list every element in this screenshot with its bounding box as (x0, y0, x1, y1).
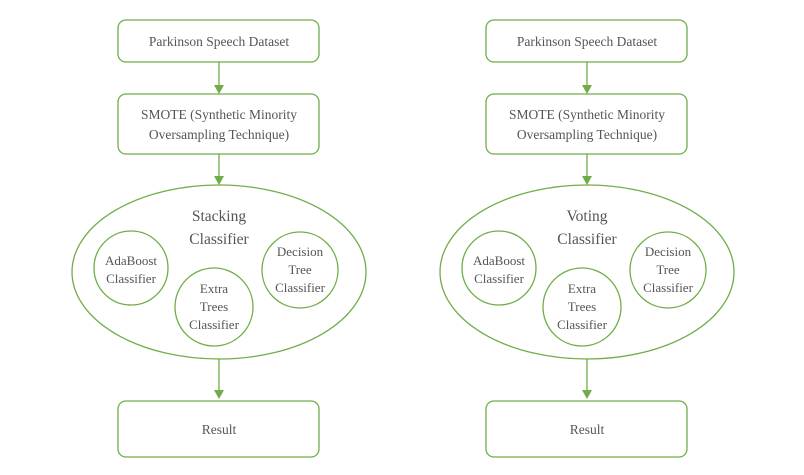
left-extra-line3: Classifier (189, 317, 239, 332)
right-arrow-smote-to-ensemble (582, 154, 592, 185)
right-extra-line2: Trees (568, 299, 596, 314)
right-tree-line2: Tree (656, 262, 680, 277)
right-dataset-box: Parkinson Speech Dataset (485, 19, 688, 63)
left-tree-line3: Classifier (275, 280, 325, 295)
left-adaboost-line2: Classifier (106, 271, 156, 286)
left-adaboost-circle: AdaBoost Classifier (93, 230, 169, 306)
left-ensemble-title-line1: Stacking (192, 208, 246, 225)
right-result-box: Result (485, 400, 688, 458)
right-tree-line3: Classifier (643, 280, 693, 295)
left-smote-box: SMOTE (Synthetic Minority Oversampling T… (117, 93, 320, 155)
left-result-label: Result (202, 422, 237, 437)
right-adaboost-line2: Classifier (474, 271, 524, 286)
left-result-box: Result (117, 400, 320, 458)
right-tree-line1: Decision (645, 244, 692, 259)
right-arrow-ensemble-to-result (582, 359, 592, 399)
left-adaboost-line1: AdaBoost (105, 253, 157, 268)
left-ensemble-title-line2: Classifier (189, 231, 249, 248)
left-extra-line2: Trees (200, 299, 228, 314)
right-flow: Parkinson Speech Dataset SMOTE (Syntheti… (439, 19, 735, 458)
left-extra-line1: Extra (200, 281, 228, 296)
left-tree-line2: Tree (288, 262, 312, 277)
right-adaboost-circle: AdaBoost Classifier (461, 230, 537, 306)
right-extra-line3: Classifier (557, 317, 607, 332)
left-smote-line2: Oversampling Technique) (149, 127, 289, 142)
left-dataset-label: Parkinson Speech Dataset (149, 34, 289, 49)
left-arrow-dataset-to-smote (214, 62, 224, 94)
right-extra-line1: Extra (568, 281, 596, 296)
right-arrow-dataset-to-smote (582, 62, 592, 94)
left-arrow-ensemble-to-result (214, 359, 224, 399)
left-arrow-smote-to-ensemble (214, 154, 224, 185)
right-ensemble-title-line1: Voting (566, 208, 607, 225)
right-smote-box: SMOTE (Synthetic Minority Oversampling T… (485, 93, 688, 155)
left-decision-tree-circle: Decision Tree Classifier (261, 231, 339, 309)
left-flow: Parkinson Speech Dataset SMOTE (Syntheti… (71, 19, 367, 458)
left-dataset-box: Parkinson Speech Dataset (117, 19, 320, 63)
right-extra-trees-circle: Extra Trees Classifier (542, 267, 622, 347)
right-dataset-label: Parkinson Speech Dataset (517, 34, 657, 49)
left-extra-trees-circle: Extra Trees Classifier (174, 267, 254, 347)
right-result-label: Result (570, 422, 605, 437)
left-tree-line1: Decision (277, 244, 324, 259)
right-smote-line1: SMOTE (Synthetic Minority (509, 107, 665, 122)
right-ensemble-title-line2: Classifier (557, 231, 617, 248)
left-smote-line1: SMOTE (Synthetic Minority (141, 107, 297, 122)
right-adaboost-line1: AdaBoost (473, 253, 525, 268)
right-decision-tree-circle: Decision Tree Classifier (629, 231, 707, 309)
right-smote-line2: Oversampling Technique) (517, 127, 657, 142)
